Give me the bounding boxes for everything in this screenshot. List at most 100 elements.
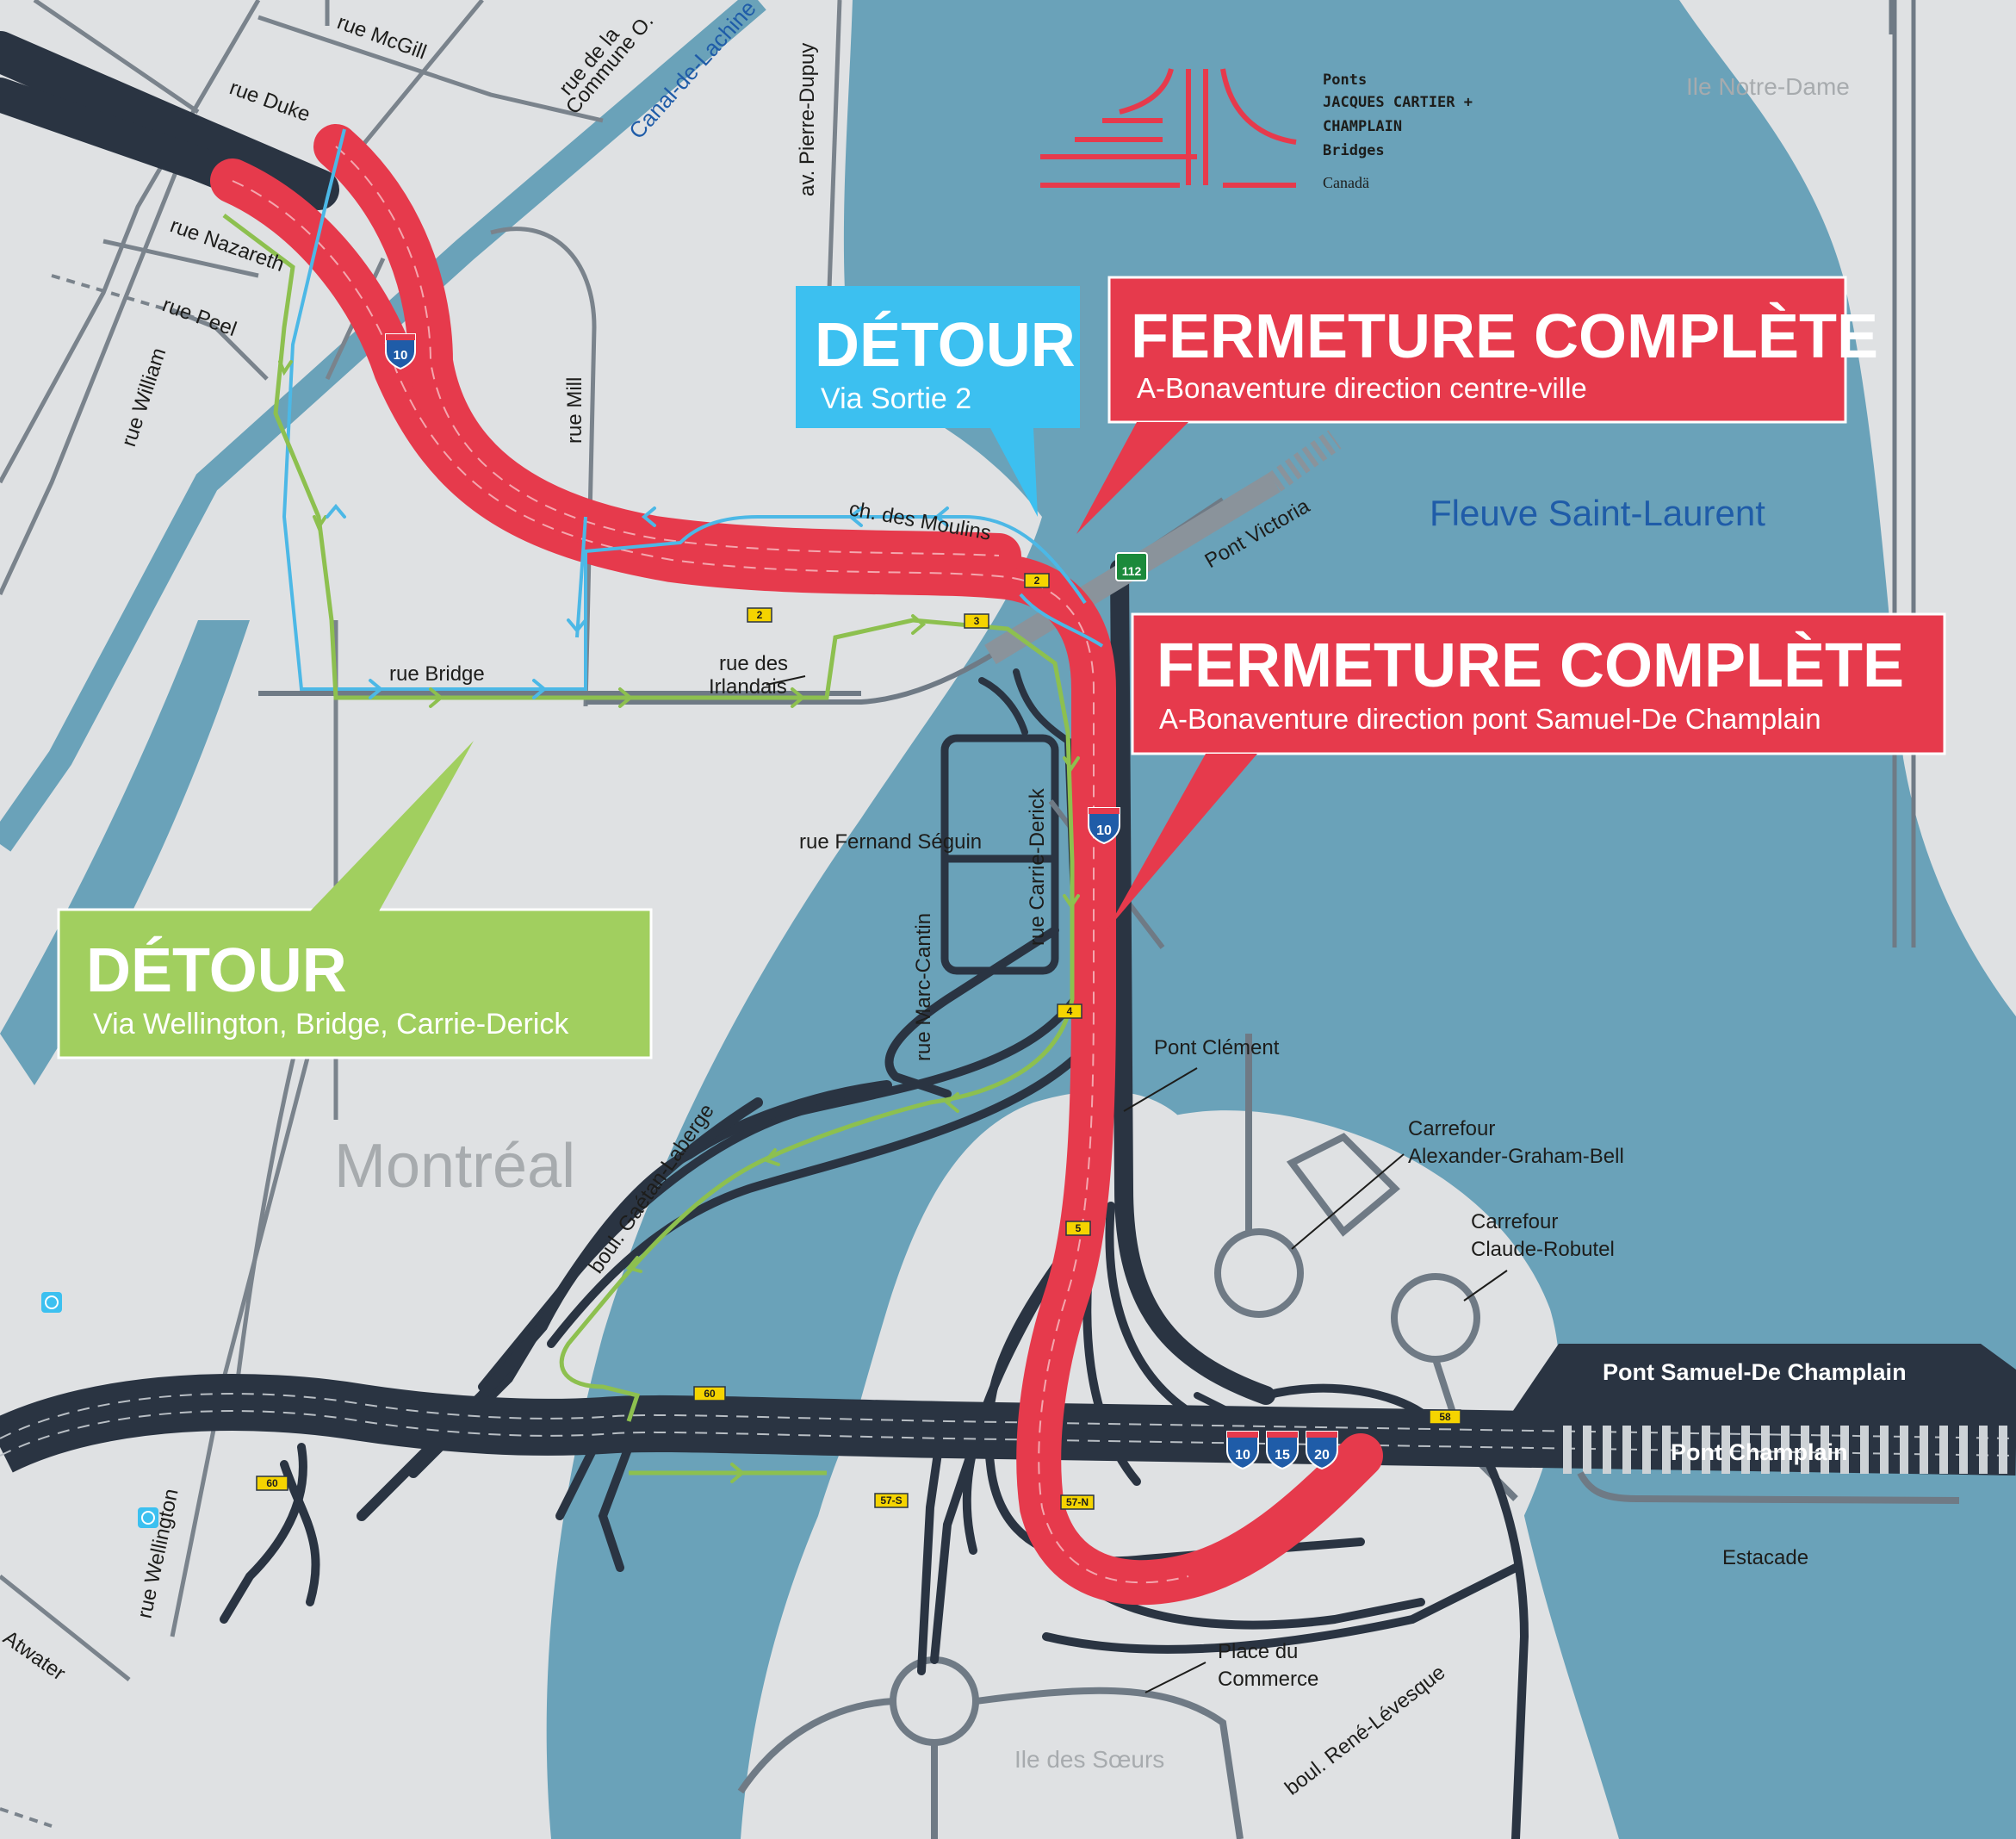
green-detour-arrows (278, 360, 1080, 1483)
exit-tag: 60 (693, 1386, 726, 1401)
label-pierre-dupuy: av. Pierre-Dupuy (796, 43, 819, 196)
green-detour-route (222, 214, 1075, 1476)
svg-text:5: 5 (1076, 1222, 1082, 1234)
label-rue-bridge: rue Bridge (389, 662, 485, 686)
svg-text:3: 3 (974, 615, 980, 627)
svg-text:57-N: 57-N (1066, 1496, 1089, 1508)
svg-text:20: 20 (1314, 1448, 1330, 1463)
closure-downtown-title: FERMETURE COMPLÈTE (1131, 302, 1878, 371)
a15-shield: 15 (1266, 1431, 1299, 1470)
svg-text:2: 2 (757, 609, 763, 621)
blue-detour-route (282, 128, 1104, 691)
svg-text:JACQUES CARTIER +: JACQUES CARTIER + (1323, 94, 1473, 111)
callout-detour-green: DÉTOUR Via Wellington, Bridge, Carrie-De… (86, 936, 569, 1041)
detour-green-title: DÉTOUR (86, 936, 347, 1005)
exit-tag: 2 (747, 607, 772, 623)
exit-tag: 60 (256, 1476, 288, 1491)
label-place-commerce-2: Commerce (1218, 1668, 1318, 1691)
callout-detour-green-shape (57, 741, 653, 1059)
exit-tag: 3 (964, 613, 989, 629)
place-commerce-leader (1144, 1662, 1206, 1693)
blue-detour-arrows (326, 503, 949, 699)
label-montreal: Montréal (334, 1132, 575, 1201)
a10-shield: 10 (385, 333, 416, 370)
fernand-seguin-block (940, 734, 1059, 975)
closure-bridge-subtitle: A-Bonaventure direction pont Samuel-De C… (1159, 703, 1821, 735)
ile-des-soeurs (741, 1110, 1560, 1839)
exit-tag: 58 (1429, 1409, 1461, 1425)
callout-detour-blue: DÉTOUR Via Sortie 2 (815, 311, 1076, 415)
svg-text:2: 2 (1034, 575, 1040, 587)
svg-text:4: 4 (1067, 1005, 1073, 1017)
route-112-shield: 112 (1115, 552, 1148, 581)
label-ile-des-soeurs: Ile des Sœurs (1014, 1746, 1164, 1773)
label-carrefour-cr-1: Carrefour (1471, 1210, 1558, 1233)
closure-route-lanes (232, 146, 1189, 1584)
label-rue-irlandais-1: rue des (719, 652, 788, 675)
label-rue-fernand: rue Fernand Séguin (799, 830, 982, 854)
svg-text:10: 10 (1096, 823, 1112, 838)
canal-de-lachine (0, 0, 766, 852)
closure-downtown-subtitle: A-Bonaventure direction centre-ville (1137, 372, 1587, 404)
svg-text:60: 60 (266, 1477, 278, 1489)
pont-clement-leader (1123, 1067, 1198, 1112)
label-rue-mill: rue Mill (563, 377, 586, 444)
label-rue-marc: rue Marc-Cantin (912, 913, 935, 1061)
a10-shield: 10 (1088, 807, 1120, 845)
label-pont-champlain: Pont Champlain (1671, 1439, 1848, 1465)
detour-blue-title: DÉTOUR (815, 311, 1076, 380)
closure-bridge-title: FERMETURE COMPLÈTE (1157, 631, 1904, 700)
exit-tag: 2 (1024, 573, 1050, 588)
label-carrefour-cr-2: Claude-Robutel (1471, 1238, 1615, 1261)
label-rue-irlandais-2: Irlandais (709, 675, 787, 699)
detour-blue-subtitle: Via Sortie 2 (821, 382, 971, 415)
ile-notre-dame (1679, 0, 2016, 1016)
exit-tag: 57-N (1060, 1494, 1095, 1510)
a10-shield: 10 (1226, 1431, 1259, 1470)
bridges-logo-mark (1040, 68, 1297, 188)
svg-text:58: 58 (1439, 1411, 1451, 1423)
exit-tag: 4 (1057, 1003, 1082, 1019)
callout-closure-bridge-shape (1107, 612, 1946, 930)
label-carrefour-agb-2: Alexander-Graham-Bell (1408, 1145, 1624, 1168)
callout-closure-downtown-shape (1076, 276, 1847, 534)
callout-closure-downtown: FERMETURE COMPLÈTE A-Bonaventure directi… (1131, 302, 1878, 404)
svg-text:10: 10 (394, 348, 408, 363)
callout-closure-bridge: FERMETURE COMPLÈTE A-Bonaventure directi… (1157, 631, 1904, 735)
a20-shield: 20 (1306, 1431, 1338, 1470)
svg-text:10: 10 (1235, 1448, 1250, 1463)
label-pont-clement: Pont Clément (1154, 1036, 1280, 1059)
svg-text:112: 112 (1122, 564, 1142, 578)
label-rue-carrie: rue Carrie-Derick (1026, 787, 1049, 946)
exit-tags: 2 2 3 4 5 60 60 58 57-S 57-N (256, 573, 1461, 1510)
metro-icon (138, 1507, 158, 1528)
svg-text:CHAMPLAIN: CHAMPLAIN (1323, 118, 1402, 135)
label-place-commerce-1: Place du (1218, 1640, 1298, 1663)
a15-highway (0, 1374, 2016, 1476)
svg-text:Canadä: Canadä (1323, 174, 1369, 191)
label-ile-notre-dame: Ile Notre-Dame (1686, 73, 1850, 100)
pont-champlain-stripes (1563, 1426, 2007, 1474)
irlandais-leader (766, 675, 806, 686)
carrefour-agb-leader (1291, 1153, 1405, 1250)
svg-text:60: 60 (704, 1388, 716, 1400)
carrefour-cr-leader (1463, 1270, 1508, 1302)
exit-tag: 57-S (874, 1493, 909, 1508)
ile-notre-dame-roads (1889, 0, 1916, 947)
detour-green-subtitle: Via Wellington, Bridge, Carrie-Derick (93, 1008, 569, 1041)
estacade (1577, 1471, 1960, 1504)
street-grid-dashed (0, 274, 199, 1828)
label-fleuve: Fleuve Saint-Laurent (1430, 493, 1765, 533)
exit-tag: 5 (1065, 1221, 1091, 1236)
svg-text:57-S: 57-S (880, 1494, 902, 1507)
metro-icon (41, 1292, 62, 1313)
pont-sdc-deck (1507, 1344, 2016, 1420)
label-carrefour-agb-1: Carrefour (1408, 1117, 1495, 1140)
svg-text:15: 15 (1275, 1448, 1290, 1463)
label-estacade: Estacade (1722, 1546, 1808, 1569)
svg-text:Ponts: Ponts (1323, 71, 1367, 89)
callout-detour-blue-shape (796, 286, 1080, 517)
label-pont-sdc: Pont Samuel-De Champlain (1603, 1359, 1907, 1385)
